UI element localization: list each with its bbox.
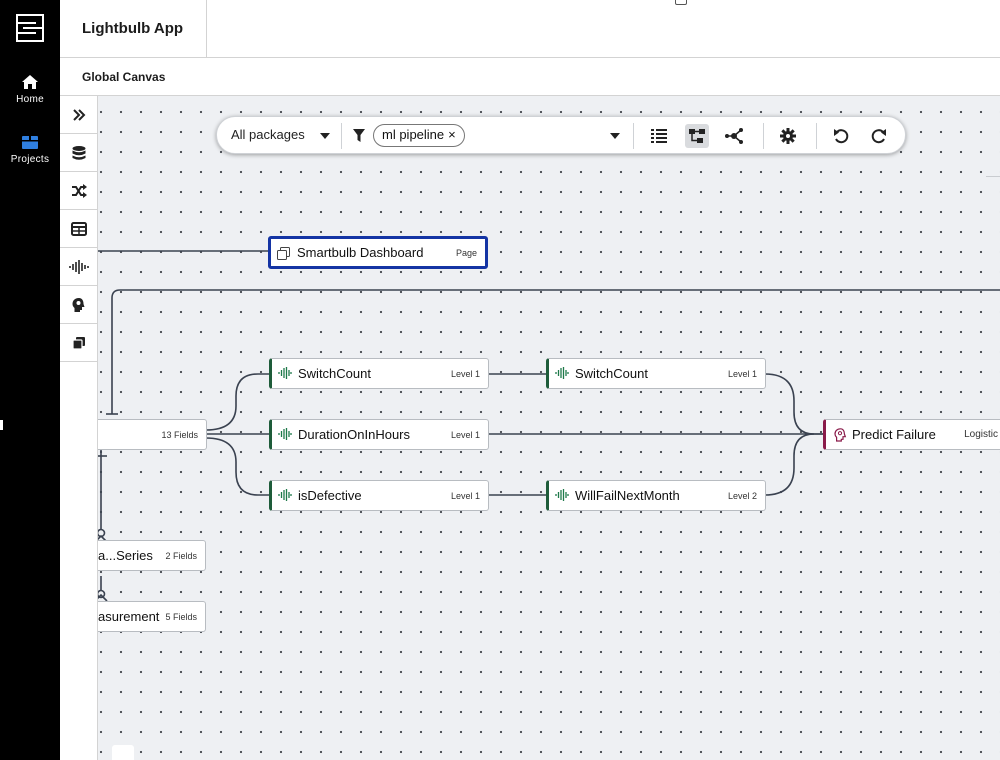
app-logo-icon[interactable]	[16, 14, 44, 42]
node-name: SwitchCount	[298, 366, 371, 381]
canvas-toolbar: All packages ml pipeline×	[216, 116, 906, 154]
models-button[interactable]	[60, 286, 98, 324]
shuffle-icon	[72, 183, 87, 198]
node-measurement-table[interactable]: asurement 5 Fields	[98, 601, 206, 632]
node-field-count: 13 Fields	[161, 430, 198, 440]
wire-to-predict-a	[764, 373, 824, 435]
rail-item-home[interactable]: Home	[0, 74, 60, 105]
node-level-tag: Level 1	[450, 491, 480, 501]
rail-item-label: Home	[16, 94, 44, 105]
rail-marker	[0, 420, 3, 430]
node-switchcount-l1-b[interactable]: SwitchCount Level 1	[546, 358, 766, 389]
data-sources-button[interactable]	[60, 134, 98, 172]
left-rail: Home Projects	[0, 0, 60, 760]
page-title: Global Canvas	[82, 70, 166, 84]
node-name: SwitchCount	[575, 366, 648, 381]
waveform-icon	[278, 428, 292, 440]
node-field-count: 5 Fields	[165, 612, 197, 622]
waveform-icon	[278, 489, 292, 501]
connection-wires	[98, 250, 1000, 602]
table-icon	[71, 221, 87, 236]
expand-chevrons-icon	[73, 108, 86, 121]
tables-button[interactable]	[60, 210, 98, 248]
node-name: Smartbulb Dashboard	[297, 245, 424, 260]
wire-src-defective	[205, 437, 270, 496]
node-field-count: 2 Fields	[165, 551, 197, 561]
node-smartbulb-dashboard[interactable]: Smartbulb Dashboard Page	[268, 236, 488, 269]
canvas-edge-line	[986, 176, 1000, 177]
node-name: Predict Failure	[852, 427, 936, 442]
chevron-down-icon[interactable]	[320, 133, 330, 139]
node-level-tag: Level 1	[450, 430, 480, 440]
home-icon	[22, 75, 38, 89]
wire-to-predict-c	[764, 433, 815, 496]
top-header: Lightbulb App	[60, 0, 1000, 58]
undo-icon	[834, 129, 849, 144]
node-level-tag: Level 1	[727, 369, 757, 379]
node-series-table[interactable]: a...Series 2 Fields	[98, 540, 206, 571]
node-switchcount-l1[interactable]: SwitchCount Level 1	[269, 358, 489, 389]
pages-button[interactable]	[60, 324, 98, 362]
close-icon[interactable]: ×	[448, 127, 456, 142]
node-isdefective[interactable]: isDefective Level 1	[269, 480, 489, 511]
toolbar-divider	[763, 123, 764, 149]
node-name: asurement	[98, 609, 160, 624]
toolbar-divider	[341, 123, 342, 149]
node-willfailnextmonth[interactable]: WillFailNextMonth Level 2	[546, 480, 766, 511]
package-select[interactable]: All packages	[231, 127, 305, 142]
node-name: isDefective	[298, 488, 362, 503]
toolbar-divider	[816, 123, 817, 149]
redo-button[interactable]	[867, 124, 891, 148]
filter-dropdown-chevron-icon[interactable]	[610, 133, 620, 139]
redo-icon	[871, 129, 886, 144]
brain-head-icon	[72, 297, 85, 312]
node-level-tag: Level 1	[450, 369, 480, 379]
waveform-icon	[278, 367, 292, 379]
node-durationoninhours[interactable]: DurationOnInHours Level 1	[269, 419, 489, 450]
graph-view-icon	[725, 128, 743, 144]
page-icon	[277, 247, 290, 260]
window-square-icon[interactable]	[675, 0, 687, 5]
node-name: DurationOnInHours	[298, 427, 410, 442]
features-button[interactable]	[60, 248, 98, 286]
tool-column	[60, 96, 98, 760]
node-name: WillFailNextMonth	[575, 488, 680, 503]
projects-icon	[22, 136, 38, 149]
list-view-icon	[651, 129, 667, 143]
node-model-tag: Logistic	[964, 429, 998, 440]
toolbar-divider	[633, 123, 634, 149]
settings-icon	[780, 128, 796, 144]
hierarchy-view-button[interactable]	[685, 124, 709, 148]
list-view-button[interactable]	[647, 124, 671, 148]
brain-head-icon	[834, 428, 847, 442]
rail-item-projects[interactable]: Projects	[0, 134, 60, 165]
graph-view-button[interactable]	[723, 124, 747, 148]
wire-top	[111, 289, 1000, 414]
node-type-tag: Page	[455, 248, 477, 258]
canvas-minimap-tab[interactable]	[112, 745, 134, 760]
graph-canvas[interactable]: All packages ml pipeline×	[98, 96, 1000, 760]
pages-icon	[72, 336, 85, 350]
database-icon	[72, 145, 86, 160]
undo-button[interactable]	[829, 124, 853, 148]
expand-panel-button[interactable]	[60, 96, 98, 134]
transforms-button[interactable]	[60, 172, 98, 210]
node-name: a...Series	[98, 548, 153, 563]
filter-chip[interactable]: ml pipeline×	[373, 124, 465, 147]
filter-icon	[353, 129, 365, 142]
node-source-table[interactable]: 13 Fields	[98, 419, 207, 450]
hierarchy-view-icon	[689, 129, 705, 143]
breadcrumb: Global Canvas	[60, 58, 1000, 96]
node-level-tag: Level 2	[727, 491, 757, 501]
waveform-icon	[69, 259, 89, 274]
settings-button[interactable]	[776, 124, 800, 148]
filter-chip-label: ml pipeline	[382, 127, 445, 142]
app-title: Lightbulb App	[60, 0, 207, 58]
wire-src-switch	[205, 373, 270, 431]
waveform-icon	[555, 367, 569, 379]
node-predict-failure[interactable]: Predict Failure Logistic	[823, 419, 1000, 450]
rail-item-label: Projects	[10, 154, 50, 165]
waveform-icon	[555, 489, 569, 501]
